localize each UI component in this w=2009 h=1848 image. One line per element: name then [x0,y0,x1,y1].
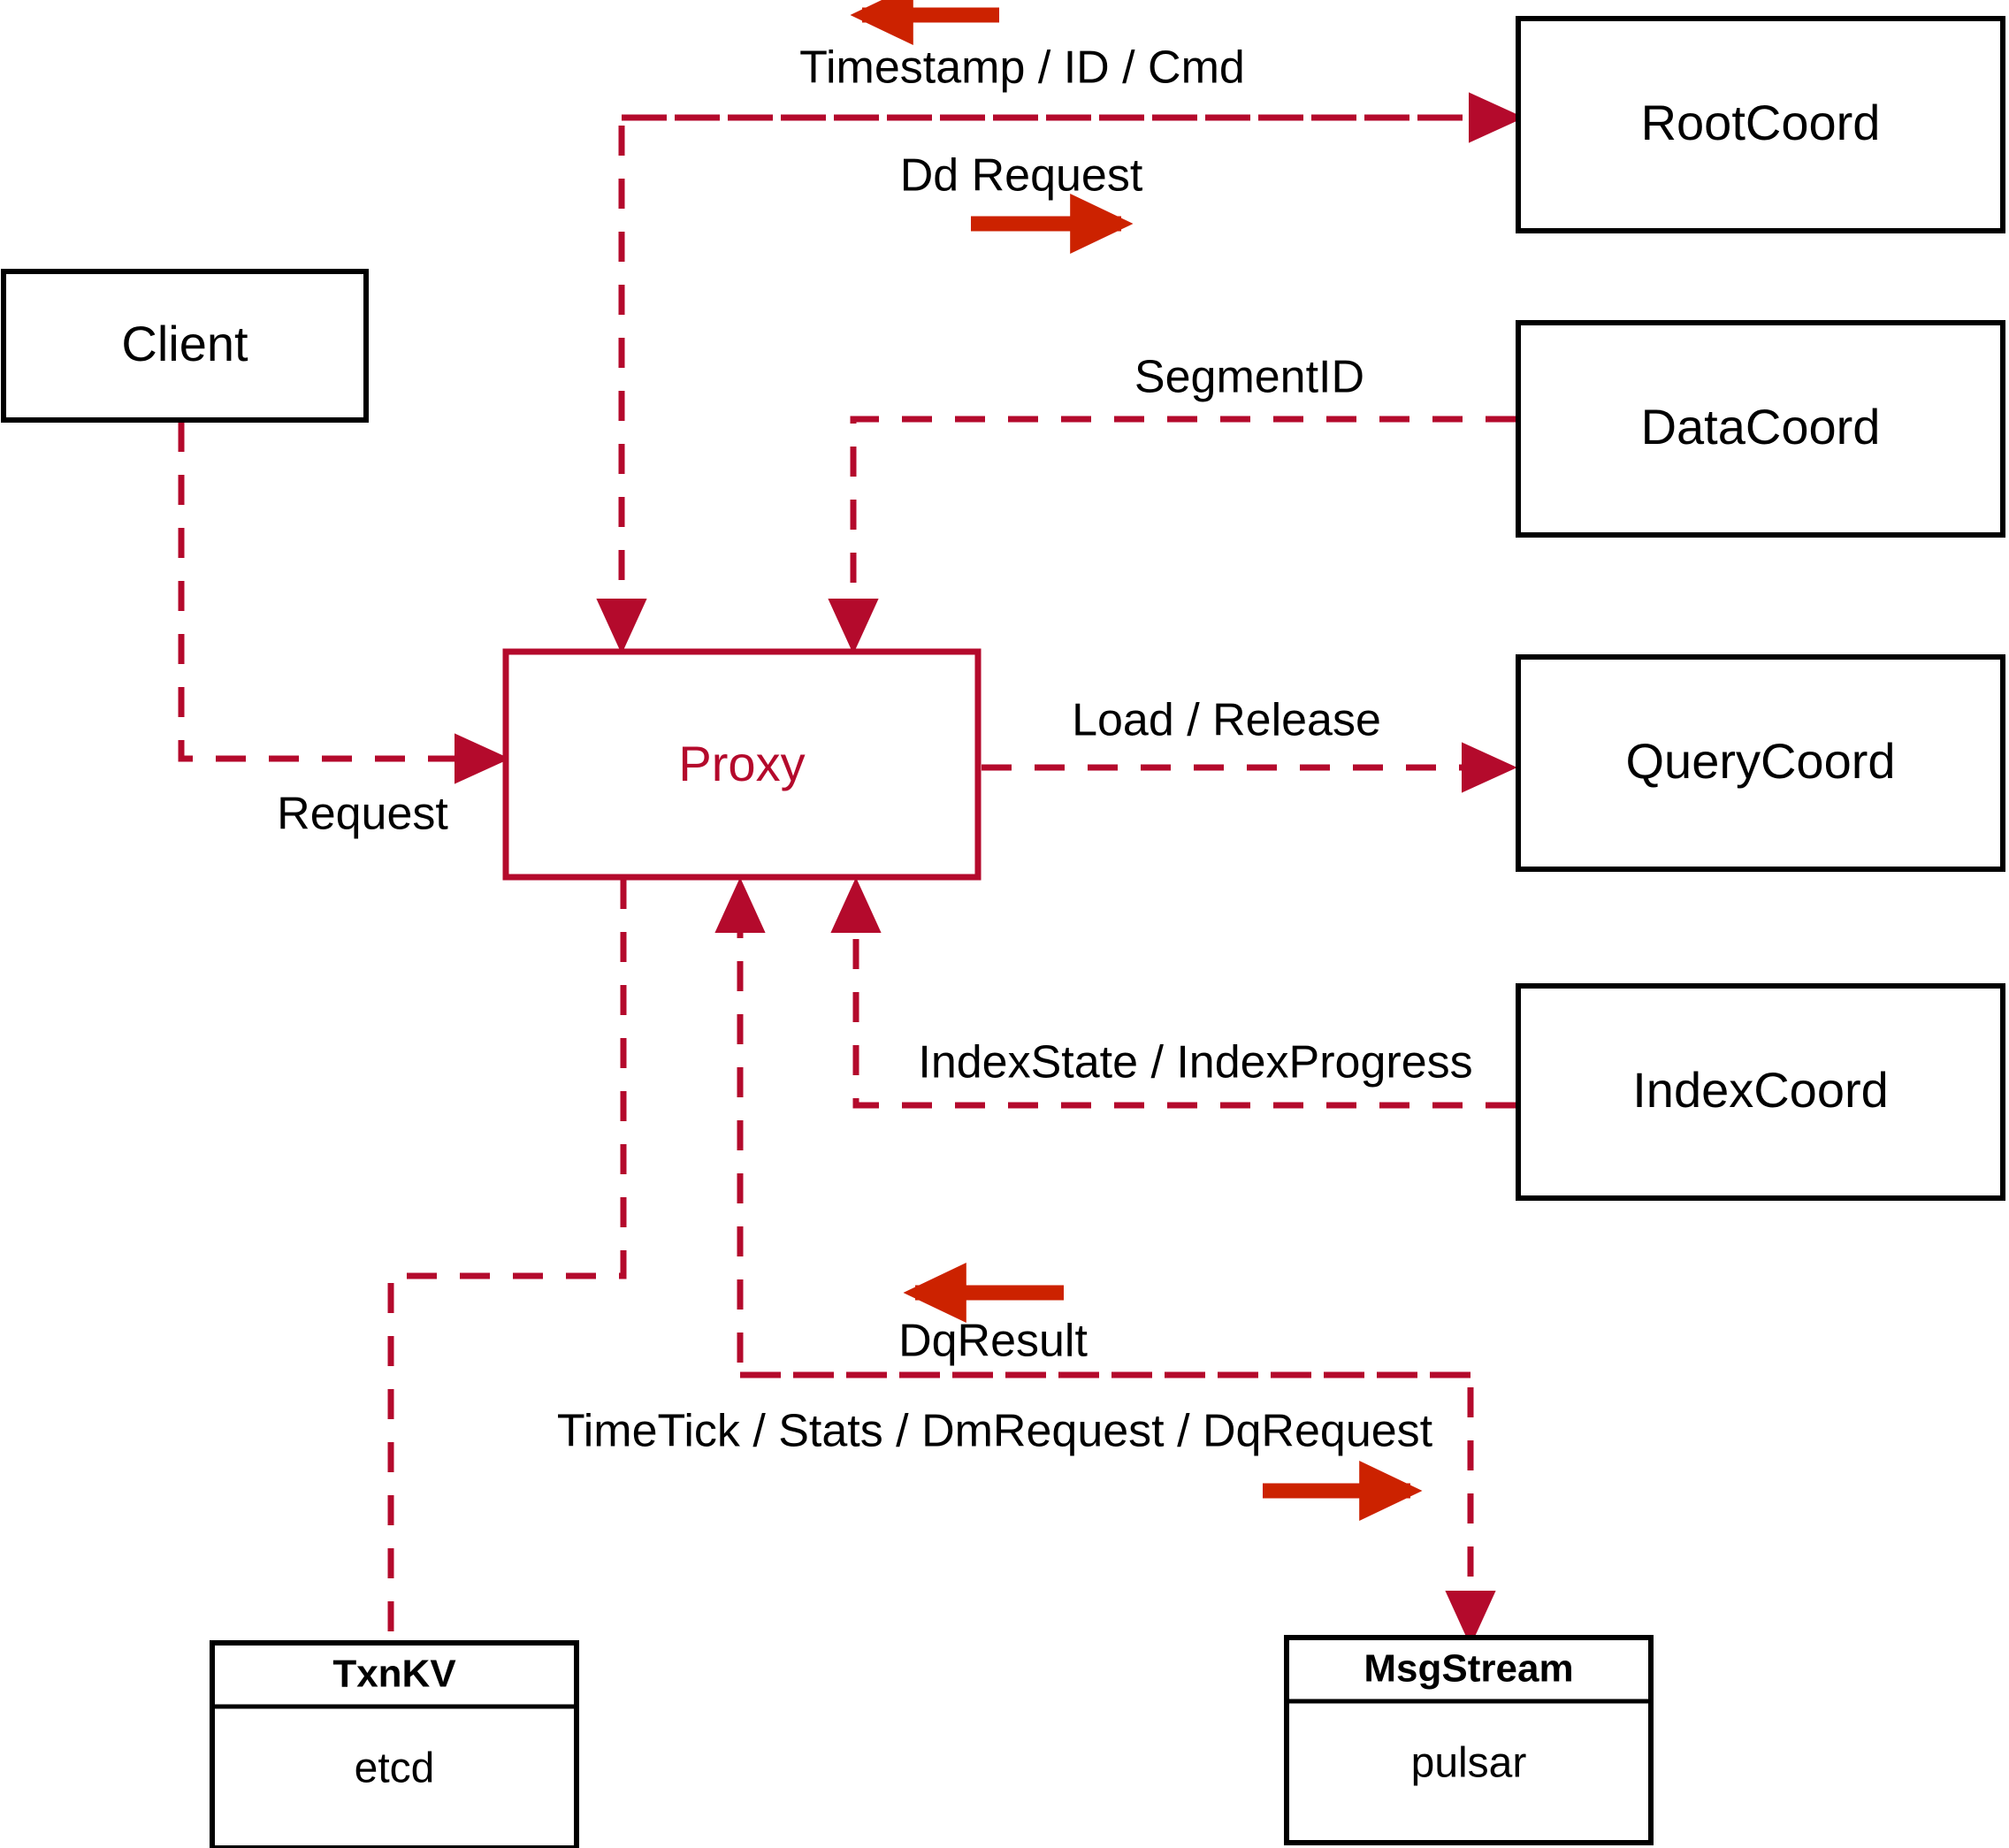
edge-label-request: Request [277,789,448,840]
node-msgstream-header: MsgStream [1364,1647,1573,1691]
edge-label-timestamp-id-cmd: Timestamp / ID / Cmd [799,42,1245,94]
node-txnkv-header: TxnKV [332,1653,456,1696]
edge-label-timetick-stats-dmrequest-dqrequest: TimeTick / Stats / DmRequest / DqRequest [557,1406,1433,1457]
flow-rootcoord-to-proxy [596,114,1516,654]
node-querycoord[interactable] [1516,654,2005,872]
flow-proxy-to-msgstream [740,1371,1496,1646]
flow-proxy-to-txnkv [387,879,627,1643]
node-txnkv[interactable] [210,1640,579,1848]
node-querycoord-label: QueryCoord [1625,733,1895,789]
edge-label-dq-result: DqResult [898,1316,1088,1367]
edge-label-load-release: Load / Release [1072,695,1381,746]
flow-client-to-proxy [178,422,510,784]
flow-indexcoord-to-proxy [830,877,1516,1109]
node-msgstream-body: pulsar [1411,1740,1527,1787]
node-rootcoord[interactable] [1516,16,2005,233]
node-datacoord-label: DataCoord [1641,399,1881,454]
node-proxy[interactable] [502,648,982,881]
node-client[interactable] [1,269,369,423]
node-indexcoord-label: IndexCoord [1632,1062,1889,1118]
edge-label-segment-id: SegmentID [1134,352,1364,403]
node-msgstream[interactable] [1284,1635,1654,1845]
edge-label-index-state-progress: IndexState / IndexProgress [918,1037,1472,1088]
node-proxy-label: Proxy [678,736,805,791]
node-indexcoord[interactable] [1516,983,2005,1201]
flow-datacoord-to-proxy [828,416,1516,654]
flow-msgstream-to-proxy [714,877,1470,1378]
node-datacoord[interactable] [1516,320,2005,538]
node-rootcoord-label: RootCoord [1641,95,1881,150]
edge-label-dd-request: Dd Request [900,150,1143,202]
node-client-label: Client [121,316,248,371]
node-txnkv-body: etcd [355,1745,435,1792]
